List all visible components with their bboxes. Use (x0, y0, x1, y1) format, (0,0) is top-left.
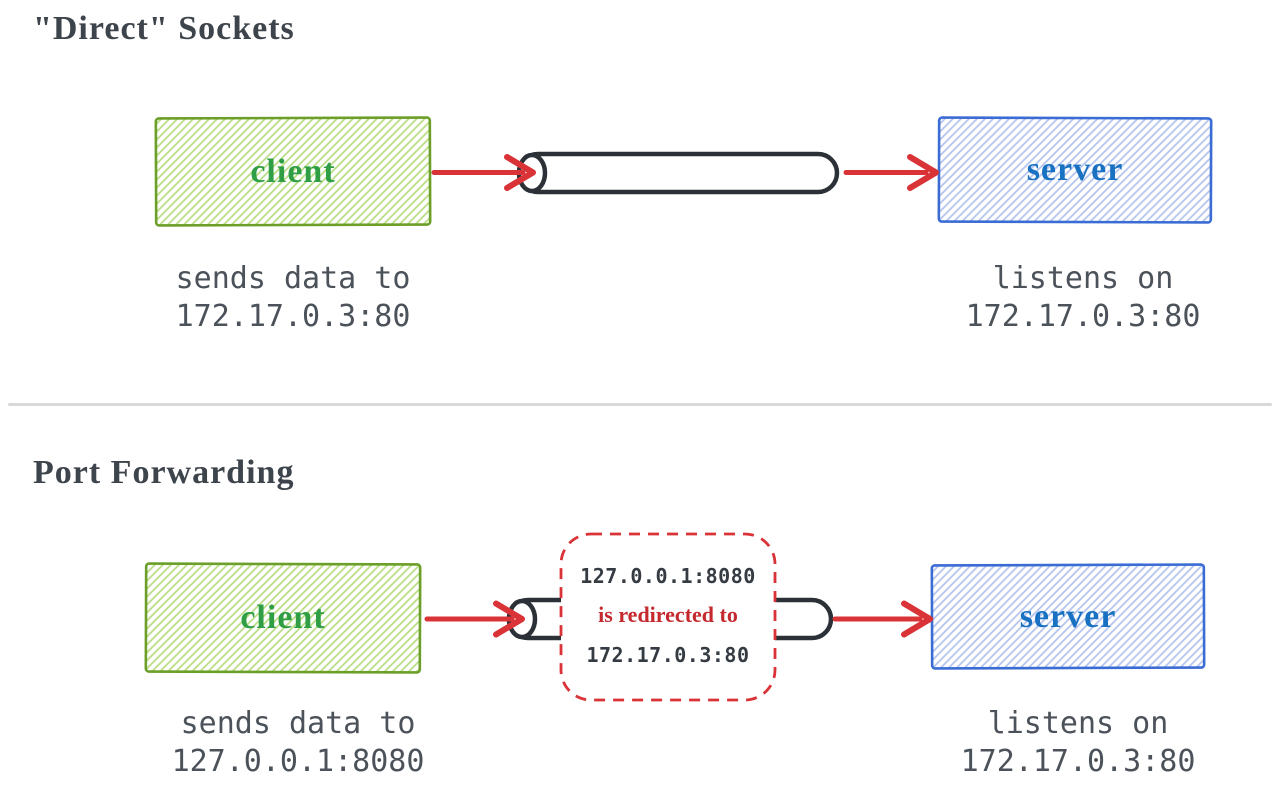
server-caption: listens on 172.17.0.3:80 (926, 705, 1230, 781)
section-divider (8, 403, 1272, 406)
client-box-label: client (240, 599, 326, 636)
server-caption: listens on 172.17.0.3:80 (931, 260, 1235, 336)
direct-arrow-pipe-to-server (843, 154, 939, 191)
direct-socket-pipe (516, 151, 840, 195)
caption-line: sends data to (180, 706, 416, 741)
redirect-note-text: is redirected to (598, 602, 738, 627)
caption-line: listens on (987, 706, 1169, 741)
client-caption: sends data to 127.0.0.1:8080 (146, 705, 450, 781)
client-box-label: client (250, 152, 336, 190)
caption-line: 172.17.0.3:80 (965, 299, 1201, 334)
direct-server-box (937, 116, 1213, 224)
pf-arrow-pipe-to-server (832, 600, 933, 638)
redirect-source-address: 127.0.0.1:8080 (580, 564, 756, 588)
caption-line: 127.0.0.1:8080 (171, 744, 425, 779)
caption-line: sends data to (175, 261, 411, 296)
server-box-label: server (1019, 597, 1117, 635)
redirect-target-address: 172.17.0.3:80 (586, 643, 750, 667)
redirect-note-box (559, 532, 777, 702)
pf-arrow-client-to-pipe (424, 600, 525, 638)
server-box-label: server (1026, 151, 1124, 188)
caption-line: 172.17.0.3:80 (175, 299, 411, 334)
caption-line: listens on (992, 261, 1174, 296)
direct-client-box (154, 116, 432, 227)
direct-arrow-client-to-pipe (431, 154, 536, 191)
section-title-port-forwarding: Port Forwarding (33, 454, 295, 491)
pf-client-box (144, 562, 422, 674)
client-caption: sends data to 172.17.0.3:80 (141, 260, 445, 336)
caption-line: 172.17.0.3:80 (960, 744, 1196, 779)
section-title-direct-sockets: "Direct" Sockets (33, 10, 295, 47)
